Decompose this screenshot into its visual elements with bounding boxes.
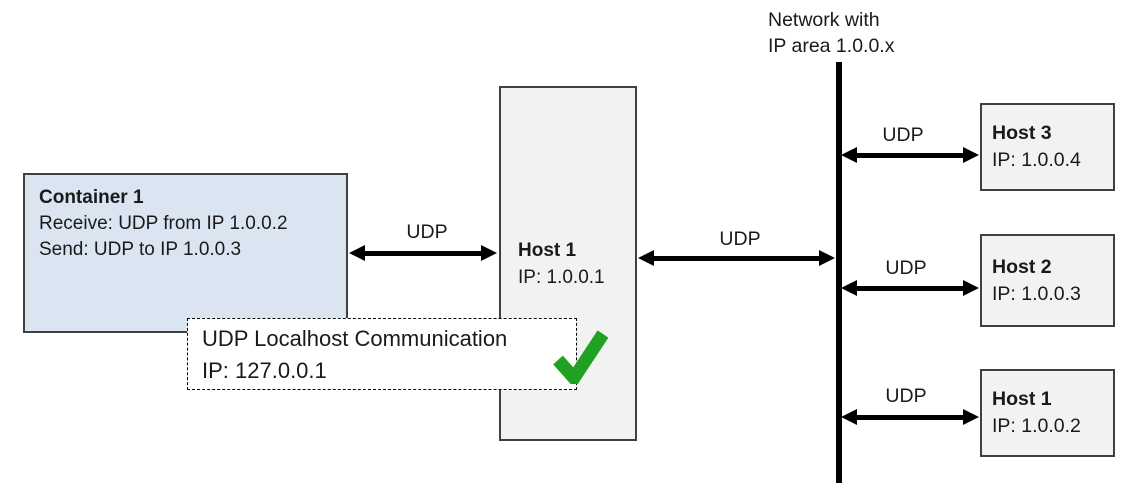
arrow-network-to-host1-right bbox=[841, 408, 979, 426]
host-3-box: Host 3 IP: 1.0.0.4 bbox=[980, 103, 1115, 191]
arrowhead-right-icon bbox=[963, 147, 979, 163]
arrowhead-right-icon bbox=[963, 280, 979, 296]
arrowhead-left-icon bbox=[841, 147, 857, 163]
network-bus-line bbox=[836, 62, 842, 483]
host-2-box: Host 2 IP: 1.0.0.3 bbox=[980, 234, 1115, 327]
container-1-title: Container 1 bbox=[39, 187, 144, 208]
arrow-shaft bbox=[857, 285, 963, 291]
host-2-ip: IP: 1.0.0.3 bbox=[992, 282, 1081, 305]
host-1-right-box: Host 1 IP: 1.0.0.2 bbox=[980, 369, 1115, 457]
network-label-line2: IP area 1.0.0.x bbox=[768, 35, 895, 57]
udp-label-network-host2: UDP bbox=[885, 257, 927, 279]
network-label-line1: Network with bbox=[768, 9, 880, 31]
arrowhead-right-icon bbox=[481, 245, 497, 261]
arrow-network-to-host3 bbox=[841, 146, 979, 164]
arrowhead-right-icon bbox=[963, 409, 979, 425]
udp-label-network-host1-right: UDP bbox=[885, 385, 927, 407]
localhost-tooltip-ip: IP: 127.0.0.1 bbox=[202, 358, 327, 383]
localhost-tooltip: UDP Localhost Communication IP: 127.0.0.… bbox=[187, 318, 577, 390]
host-1-right-ip: IP: 1.0.0.2 bbox=[992, 415, 1081, 437]
host-1-center-ip: IP: 1.0.0.1 bbox=[518, 266, 605, 288]
host-3-ip: IP: 1.0.0.4 bbox=[992, 149, 1081, 171]
arrow-shaft bbox=[365, 250, 481, 256]
host-2-title: Host 2 bbox=[992, 255, 1052, 278]
host-1-center-title: Host 1 bbox=[518, 239, 577, 261]
arrow-shaft bbox=[857, 152, 963, 158]
udp-label-network-host3: UDP bbox=[882, 124, 924, 146]
host-3-title: Host 3 bbox=[992, 122, 1052, 144]
udp-label-container-host1: UDP bbox=[406, 221, 448, 243]
arrow-host1-to-network bbox=[638, 249, 835, 267]
arrowhead-left-icon bbox=[638, 250, 654, 266]
container-1-box: Container 1 Receive: UDP from IP 1.0.0.2… bbox=[23, 173, 348, 333]
localhost-tooltip-title: UDP Localhost Communication bbox=[202, 326, 508, 351]
arrow-shaft bbox=[654, 255, 819, 261]
network-label: Network with IP area 1.0.0.x bbox=[768, 7, 894, 59]
container-1-send: Send: UDP to IP 1.0.0.3 bbox=[39, 239, 242, 260]
arrow-shaft bbox=[857, 414, 963, 420]
arrow-network-to-host2 bbox=[841, 279, 979, 297]
green-checkmark-icon bbox=[553, 330, 609, 384]
host-1-right-title: Host 1 bbox=[992, 388, 1052, 410]
udp-label-host1-network: UDP bbox=[719, 228, 761, 250]
arrowhead-left-icon bbox=[841, 280, 857, 296]
arrowhead-left-icon bbox=[841, 409, 857, 425]
arrowhead-right-icon bbox=[819, 250, 835, 266]
arrowhead-left-icon bbox=[349, 245, 365, 261]
arrow-container-to-host1 bbox=[349, 244, 497, 262]
container-1-receive: Receive: UDP from IP 1.0.0.2 bbox=[39, 213, 288, 234]
